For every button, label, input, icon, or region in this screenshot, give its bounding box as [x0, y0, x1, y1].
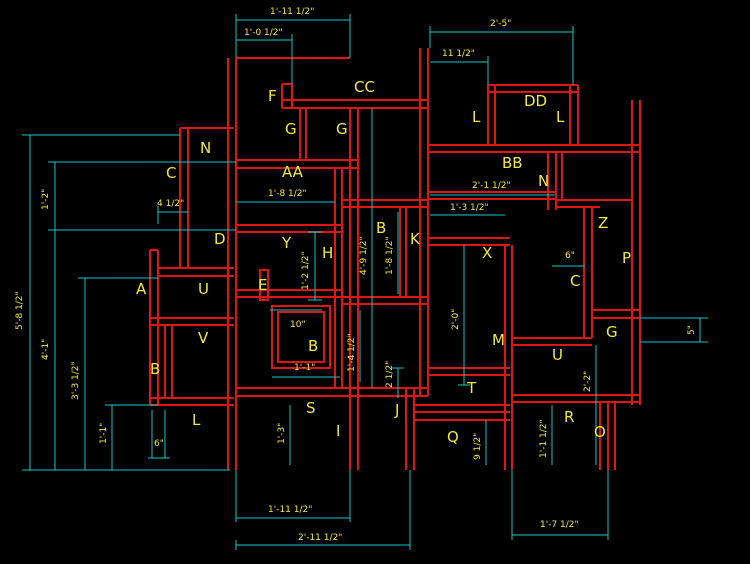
- dim-text: 2'-5": [490, 19, 511, 29]
- label-M: M: [492, 331, 505, 349]
- label-CC: CC: [354, 78, 375, 96]
- label-N: N: [538, 172, 549, 190]
- dim-text: 1'-1": [294, 363, 315, 373]
- dim-text: 1'-1": [99, 423, 109, 444]
- dim-text: 11 1/2": [442, 49, 475, 59]
- dimension-texts: 1'-11 1/2" 1'-0 1/2" 2'-5" 11 1/2" 1'-2"…: [15, 7, 697, 543]
- dim-text: 9 1/2": [473, 433, 483, 460]
- part-labels: F CC DD G G L L N C AA BB N D Y H B K X …: [136, 78, 631, 446]
- label-U: U: [552, 346, 563, 364]
- dim-text: 1'-3": [277, 423, 287, 444]
- label-B: B: [376, 219, 386, 237]
- label-BB: BB: [502, 154, 523, 172]
- dim-text: 1'-7 1/2": [540, 520, 579, 530]
- label-D: D: [214, 230, 226, 248]
- label-AA: AA: [282, 163, 304, 181]
- label-H: H: [322, 244, 333, 262]
- dim-text: 1'-11 1/2": [270, 7, 314, 17]
- dim-text: 1'-1 1/2": [539, 419, 549, 458]
- dim-text: 1'-2": [41, 189, 51, 210]
- dim-text: 4'-1": [41, 339, 51, 360]
- dim-text: 2 1/2": [385, 361, 395, 388]
- dim-text: 10": [290, 320, 306, 330]
- label-E: E: [258, 276, 267, 294]
- label-Q: Q: [447, 428, 459, 446]
- label-G: G: [336, 120, 348, 138]
- label-T: T: [466, 379, 477, 397]
- dim-text: 6": [154, 439, 164, 449]
- label-I: I: [336, 422, 340, 440]
- label-L: L: [192, 411, 201, 429]
- label-X: X: [482, 244, 492, 262]
- label-Z: Z: [598, 214, 608, 232]
- label-V: V: [198, 329, 209, 347]
- label-B: B: [308, 337, 318, 355]
- dim-text: 2'-2": [583, 371, 593, 392]
- dim-text: 2'-1 1/2": [472, 181, 511, 191]
- dim-text: 1'-2 1/2": [301, 251, 311, 290]
- label-C: C: [570, 272, 580, 290]
- dim-text: 3'-3 1/2": [71, 361, 81, 400]
- dim-text: 5": [687, 325, 697, 335]
- dim-text: 1'-8 1/2": [268, 189, 307, 199]
- dim-text: 5'-8 1/2": [15, 291, 25, 330]
- label-G: G: [606, 323, 618, 341]
- label-P: P: [622, 249, 631, 267]
- dimension-lines: [22, 14, 708, 550]
- dim-text: 6": [565, 251, 575, 261]
- label-DD: DD: [524, 92, 547, 110]
- label-F: F: [268, 87, 277, 105]
- dim-text: 2'-0": [451, 309, 461, 330]
- dim-text: 1'-3 1/2": [450, 203, 489, 213]
- label-K: K: [410, 230, 421, 248]
- label-C: C: [166, 164, 176, 182]
- label-L: L: [556, 108, 565, 126]
- label-O: O: [594, 423, 606, 441]
- dim-text: 4'-9 1/2": [359, 236, 369, 275]
- label-U: U: [198, 280, 209, 298]
- dim-text: 1'-11 1/2": [268, 505, 312, 515]
- label-G: G: [285, 120, 297, 138]
- dim-text: 1'-8 1/2": [385, 236, 395, 275]
- label-R: R: [564, 408, 574, 426]
- dim-text: 4 1/2": [157, 199, 184, 209]
- cabinet-outlines: [149, 48, 641, 470]
- label-S: S: [306, 399, 316, 417]
- label-L: L: [472, 108, 481, 126]
- label-B: B: [150, 360, 160, 378]
- dim-text: 1'-4 1/2": [347, 333, 357, 372]
- label-N: N: [200, 139, 211, 157]
- label-Y: Y: [281, 234, 292, 252]
- dim-text: 1'-0 1/2": [244, 28, 283, 38]
- label-J: J: [394, 401, 399, 419]
- label-A: A: [136, 280, 147, 298]
- dim-text: 2'-11 1/2": [298, 533, 342, 543]
